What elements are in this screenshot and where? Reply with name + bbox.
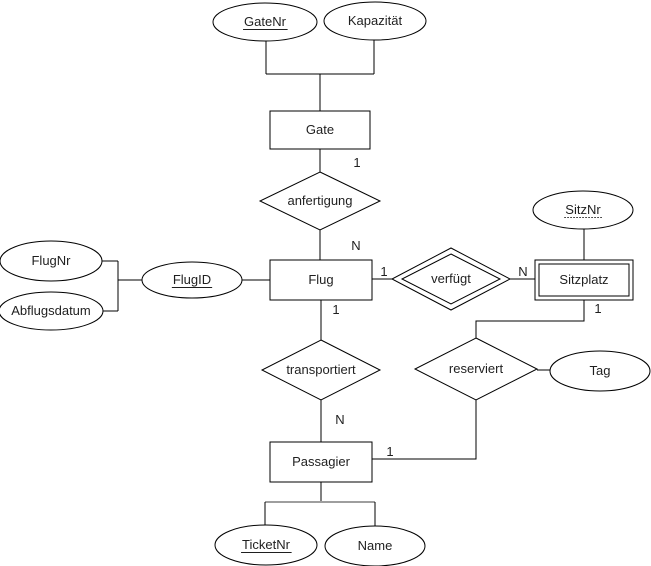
cardinality-gate-anfertigung: 1 <box>353 155 360 170</box>
attribute-sitznr-label: SitzNr <box>565 202 601 217</box>
attribute-kapazitaet[interactable]: Kapazität <box>323 1 427 41</box>
cardinality-labels: 1 N 1 N 1 1 N 1 <box>332 155 601 459</box>
attribute-flugid-ellipse[interactable] <box>141 261 243 299</box>
entity-sitzplatz[interactable]: Sitzplatz <box>534 259 634 301</box>
cardinality-flug-transportiert: 1 <box>332 302 339 317</box>
attribute-flugnr[interactable]: FlugNr <box>0 240 103 282</box>
relationship-transportiert[interactable]: transportiert <box>260 339 382 401</box>
entity-passagier[interactable]: Passagier <box>269 441 373 483</box>
attribute-flugnr-label: FlugNr <box>31 253 71 268</box>
cardinality-verfuegt-sitzplatz: N <box>518 264 527 279</box>
attribute-kapazitaet-ellipse[interactable] <box>323 1 427 41</box>
attribute-name-label: Name <box>358 538 393 553</box>
entity-flug-label: Flug <box>308 272 333 287</box>
attribute-tag-ellipse[interactable] <box>549 350 651 392</box>
attribute-abflugsdatum-ellipse[interactable] <box>0 291 104 331</box>
entity-sitzplatz-inner-box <box>538 263 630 297</box>
attribute-ticketnr-label: TicketNr <box>242 537 291 552</box>
relationship-anfertigung[interactable]: anfertigung <box>258 171 382 231</box>
entity-gate[interactable]: Gate <box>269 110 371 150</box>
connector-sitzplatz-reserviert[interactable] <box>475 300 585 338</box>
attribute-tag-label: Tag <box>590 363 611 378</box>
cardinality-passagier-reserviert: 1 <box>386 444 393 459</box>
entity-gate-label: Gate <box>306 122 334 137</box>
attribute-flugnr-ellipse[interactable] <box>0 240 103 282</box>
attribute-ticketnr[interactable]: TicketNr <box>214 524 318 566</box>
attribute-kapazitaet-label: Kapazität <box>348 13 403 28</box>
attribute-abflugsdatum-label: Abflugsdatum <box>11 303 91 318</box>
attribute-name[interactable]: Name <box>324 525 426 566</box>
attribute-name-ellipse[interactable] <box>324 525 426 566</box>
relationship-anfertigung-diamond[interactable] <box>258 171 382 231</box>
attribute-abflugsdatum[interactable]: Abflugsdatum <box>0 291 104 331</box>
entity-gate-box[interactable] <box>269 110 371 150</box>
cardinality-sitzplatz-reserviert: 1 <box>594 301 601 316</box>
relationship-verfuegt-inner-diamond <box>400 253 502 305</box>
attribute-gatenr-label: GateNr <box>244 14 287 29</box>
relationship-anfertigung-label: anfertigung <box>287 193 352 208</box>
relationship-reserviert[interactable]: reserviert <box>413 337 539 401</box>
relationship-verfuegt[interactable]: verfügt <box>390 247 512 311</box>
attribute-gatenr[interactable]: GateNr <box>212 2 318 42</box>
relationship-transportiert-diamond[interactable] <box>260 339 382 401</box>
entity-passagier-label: Passagier <box>292 454 350 469</box>
relationship-reserviert-diamond[interactable] <box>413 337 539 401</box>
relationship-verfuegt-label: verfügt <box>431 271 471 286</box>
connector-reserviert-passagier[interactable] <box>372 400 477 460</box>
relationship-reserviert-label: reserviert <box>449 361 504 376</box>
attribute-ticketnr-ellipse[interactable] <box>214 524 318 566</box>
entity-sitzplatz-label: Sitzplatz <box>559 272 608 287</box>
entity-passagier-box[interactable] <box>269 441 373 483</box>
connectors <box>102 40 585 527</box>
relationship-transportiert-label: transportiert <box>286 362 356 377</box>
entity-flug[interactable]: Flug <box>269 259 373 301</box>
attribute-tag[interactable]: Tag <box>549 350 651 392</box>
cardinality-transportiert-passagier: N <box>335 412 344 427</box>
attribute-sitznr-ellipse[interactable] <box>532 190 634 230</box>
entity-flug-box[interactable] <box>269 259 373 301</box>
attribute-flugid[interactable]: FlugID <box>141 261 243 299</box>
cardinality-flug-verfuegt: 1 <box>380 264 387 279</box>
cardinality-anfertigung-flug: N <box>351 238 360 253</box>
attribute-flugid-label: FlugID <box>173 272 211 287</box>
attribute-gatenr-ellipse[interactable] <box>212 2 318 42</box>
attribute-sitznr[interactable]: SitzNr <box>532 190 634 230</box>
